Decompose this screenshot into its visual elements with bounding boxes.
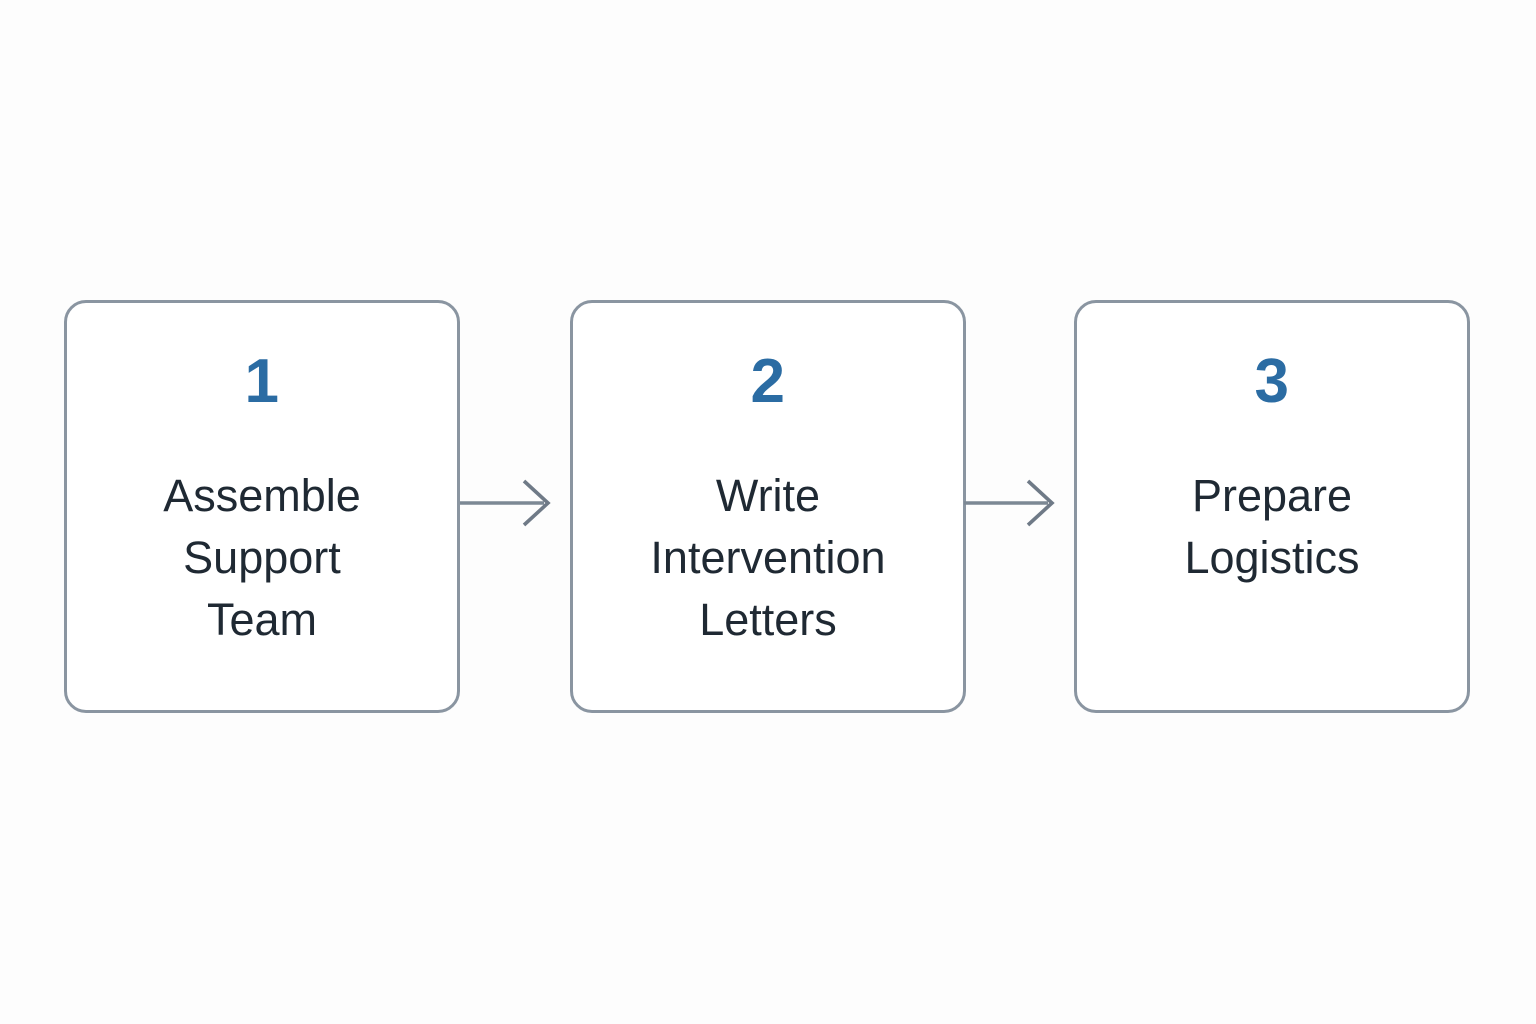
step-number-3: 3: [1254, 347, 1290, 416]
process-step-1[interactable]: 1 Assemble Support Team: [64, 300, 460, 713]
connector-step2-to-step3: [962, 473, 1062, 533]
arrow-right-icon: [964, 479, 1055, 527]
step-number-2: 2: [750, 347, 786, 416]
process-step-3[interactable]: 3 Prepare Logistics: [1074, 300, 1470, 713]
arrow-right-icon: [460, 479, 551, 527]
step-label-2: Write Intervention Letters: [650, 470, 886, 645]
process-step-2[interactable]: 2 Write Intervention Letters: [570, 300, 966, 713]
step-number-1: 1: [244, 347, 280, 416]
connector-step1-to-step2: [458, 473, 558, 533]
step-label-1: Assemble Support Team: [163, 470, 361, 645]
step-label-3: Prepare Logistics: [1184, 470, 1360, 583]
